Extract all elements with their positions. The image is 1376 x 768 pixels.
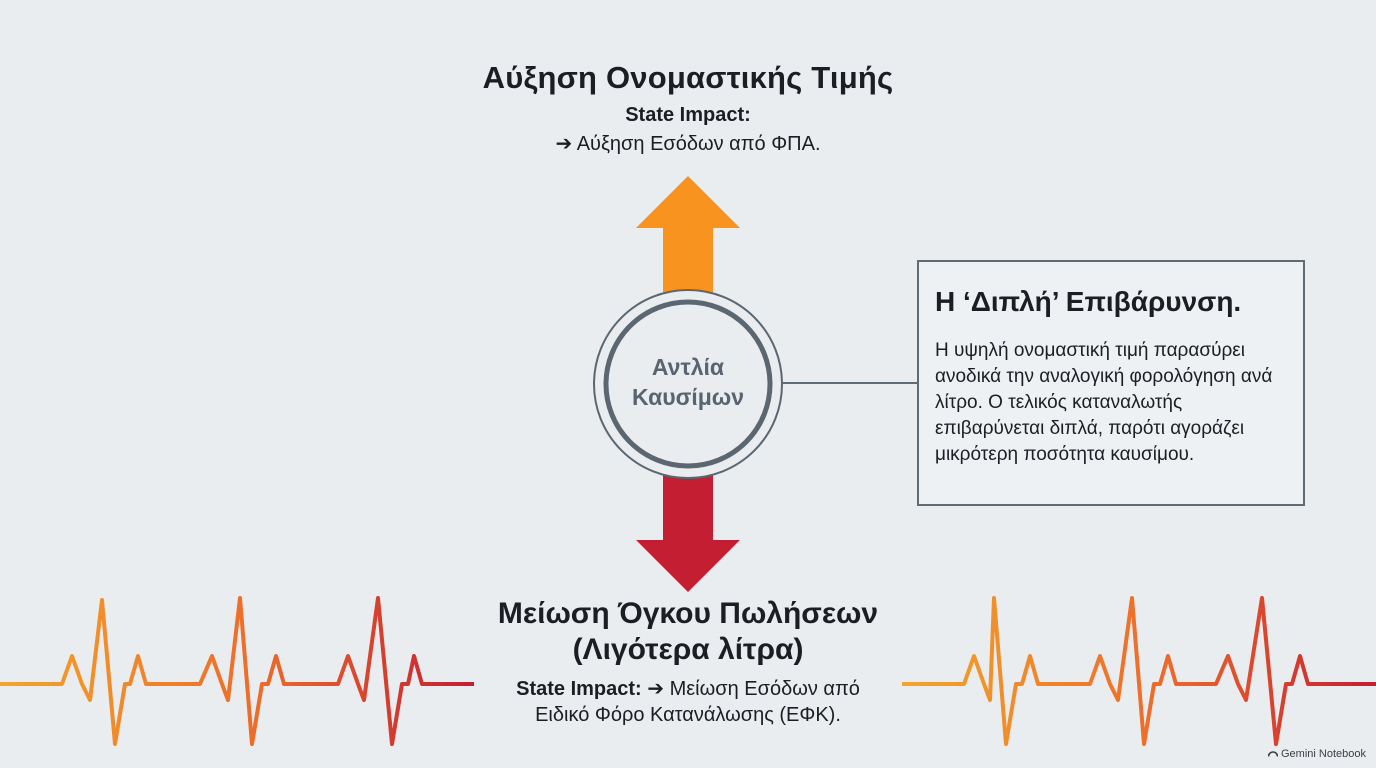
bottom-impact-text-2: Ειδικό Φόρο Κατανάλωσης (ΕΦΚ). [535,704,841,726]
hub-label: Αντλία Καυσίμων [615,352,761,412]
info-box-text: Η υψηλή ονομαστική τιμή παρασύρει ανοδικ… [935,340,1273,465]
bottom-impact: State Impact: ➔ Μείωση Εσόδων από Ειδικό… [438,676,938,728]
bottom-impact-label: State Impact: [516,678,642,700]
arrow-down-icon [636,460,740,592]
heartbeat-pulse-icon-right [902,596,1376,746]
heartbeat-pulse-icon-left [0,596,474,746]
bottom-impact-line1: State Impact: ➔ Μείωση Εσόδων από [438,676,938,702]
notebook-logo-icon [1268,751,1278,757]
top-impact-text: Αύξηση Εσόδων από ΦΠΑ. [576,133,821,155]
top-impact: ➔ Αύξηση Εσόδων από ΦΠΑ. [438,131,938,156]
hub-inner-ring [603,299,773,469]
watermark-text: Gemini Notebook [1281,748,1366,760]
arrow-up-icon [636,176,740,306]
arrow-right-icon: ➔ [647,678,665,700]
hub-label-line2: Καυσίμων [631,384,745,410]
info-box-title: Η ‘Διπλή’ Επιβάρυνση. [935,286,1242,317]
bottom-title: Μείωση Όγκου Πωλήσεων (Λιγότερα λίτρα) [388,596,988,668]
bottom-title-line1: Μείωση Όγκου Πωλήσεων [497,597,879,630]
arrow-right-icon: ➔ [555,133,573,155]
watermark: Gemini Notebook [1268,748,1366,760]
top-title: Αύξηση Ονομαστικής Τιμής [482,60,894,95]
top-impact-label: State Impact: [625,104,751,126]
bottom-impact-text-1: Μείωση Εσόδων από [669,678,860,700]
hub-label-line1: Αντλία [651,354,725,380]
info-box: Η ‘Διπλή’ Επιβάρυνση. Η υψηλή ονομαστική… [917,260,1305,506]
bottom-title-line2: (Λιγότερα λίτρα) [572,633,804,666]
